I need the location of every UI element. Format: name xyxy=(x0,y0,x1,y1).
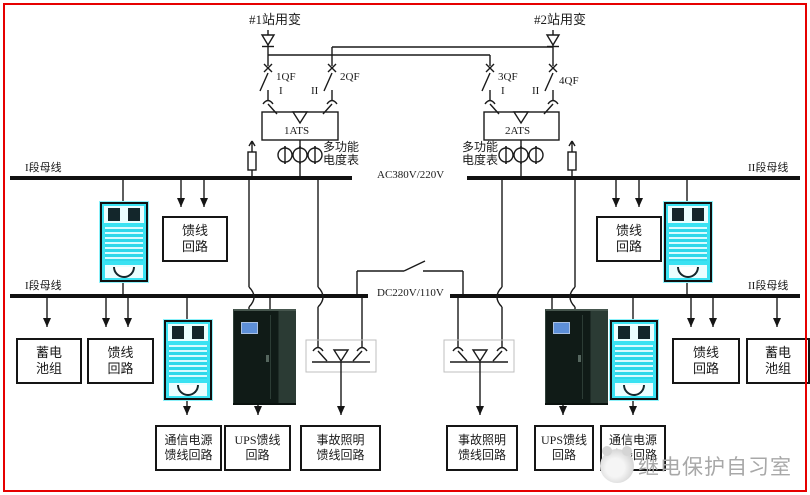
battery-box-right: 蓄电池组 xyxy=(746,338,810,384)
dc-bus-tie xyxy=(356,260,464,294)
ups-feeder-box-right: UPS馈线回路 xyxy=(534,425,594,471)
charger-vent-stripes xyxy=(105,227,143,261)
feeder-box-dc-left: 馈线回路 xyxy=(87,338,154,384)
battery-box-left: 蓄电池组 xyxy=(16,338,82,384)
dc-bus-right-label: II段母线 xyxy=(748,280,789,292)
ups-feeder-box-left: UPS馈线回路 xyxy=(224,425,291,471)
meter-label-left: 多功能 电度表 xyxy=(323,140,360,167)
feeder-box-ac-left: 馈线回路 xyxy=(162,216,228,262)
lighting-feeder-box-right: 事故照明馈线回路 xyxy=(446,425,518,471)
ac-voltage-label: AC380V/220V xyxy=(377,169,445,181)
emergency-lighting-ats-right xyxy=(443,339,515,415)
ups-cabinet-left xyxy=(233,309,296,403)
ups-door-lock xyxy=(266,355,270,362)
breaker-label-1qf: 1QF xyxy=(276,71,296,83)
incomer-feeders xyxy=(259,30,561,100)
charger-base xyxy=(105,265,143,278)
voltage-tap-fuses xyxy=(247,140,577,176)
ats2-input-i: I xyxy=(501,85,505,97)
source-label-1: #1站用变 xyxy=(249,12,302,27)
ats-symbols xyxy=(261,99,560,176)
watermark: 继电保护自习室 xyxy=(600,446,792,483)
breaker-label-4qf: 4QF xyxy=(559,75,579,87)
dc-voltage-label: DC220V/110V xyxy=(377,287,444,299)
multifunction-meter-symbols xyxy=(277,146,544,164)
ups-cabinet-right xyxy=(545,309,608,403)
breaker-label-3qf: 3QF xyxy=(498,71,518,83)
feeder-box-ac-right: 馈线回路 xyxy=(596,216,662,262)
ac-bus-right xyxy=(467,176,800,180)
breaker-terminal-x xyxy=(263,63,273,73)
emergency-lighting-ats-left xyxy=(305,339,377,415)
lighting-feeder-box-left: 事故照明馈线回路 xyxy=(300,425,381,471)
ats1-input-i: I xyxy=(279,85,283,97)
ac-bus-right-label: II段母线 xyxy=(748,162,789,174)
comm-power-cabinet-left xyxy=(163,319,213,401)
ats1-input-ii: II xyxy=(311,85,319,97)
source-label-2: #2站用变 xyxy=(534,12,587,27)
comm-feeder-box-left: 通信电源馈线回路 xyxy=(155,425,222,471)
breaker-label-2qf: 2QF xyxy=(340,71,360,83)
dc-bus-right xyxy=(450,294,800,298)
dc-bus-left-label: I段母线 xyxy=(25,280,62,292)
dc-section-drops xyxy=(43,298,781,347)
busbars xyxy=(10,176,800,298)
charger-cabinet-left xyxy=(99,201,149,283)
ac-bus-left xyxy=(10,176,352,180)
sheep-avatar-icon xyxy=(600,446,634,483)
watermark-text: 继电保护自习室 xyxy=(638,455,792,479)
charger-display-panel xyxy=(104,206,144,223)
comm-power-cabinet-right xyxy=(609,319,659,401)
dc-bus-left xyxy=(10,294,368,298)
charger-cabinet-right xyxy=(663,201,713,283)
ats2-label: 2ATS xyxy=(505,125,531,137)
device-output-drops xyxy=(183,398,637,415)
ac-bus-left-label: I段母线 xyxy=(25,162,62,174)
meter-label-right: 多功能 电度表 xyxy=(461,140,498,167)
ats2-input-ii: II xyxy=(532,85,540,97)
ats1-label: 1ATS xyxy=(284,125,310,137)
feeder-box-dc-right: 馈线回路 xyxy=(672,338,740,384)
ups-display-screen xyxy=(241,322,258,334)
